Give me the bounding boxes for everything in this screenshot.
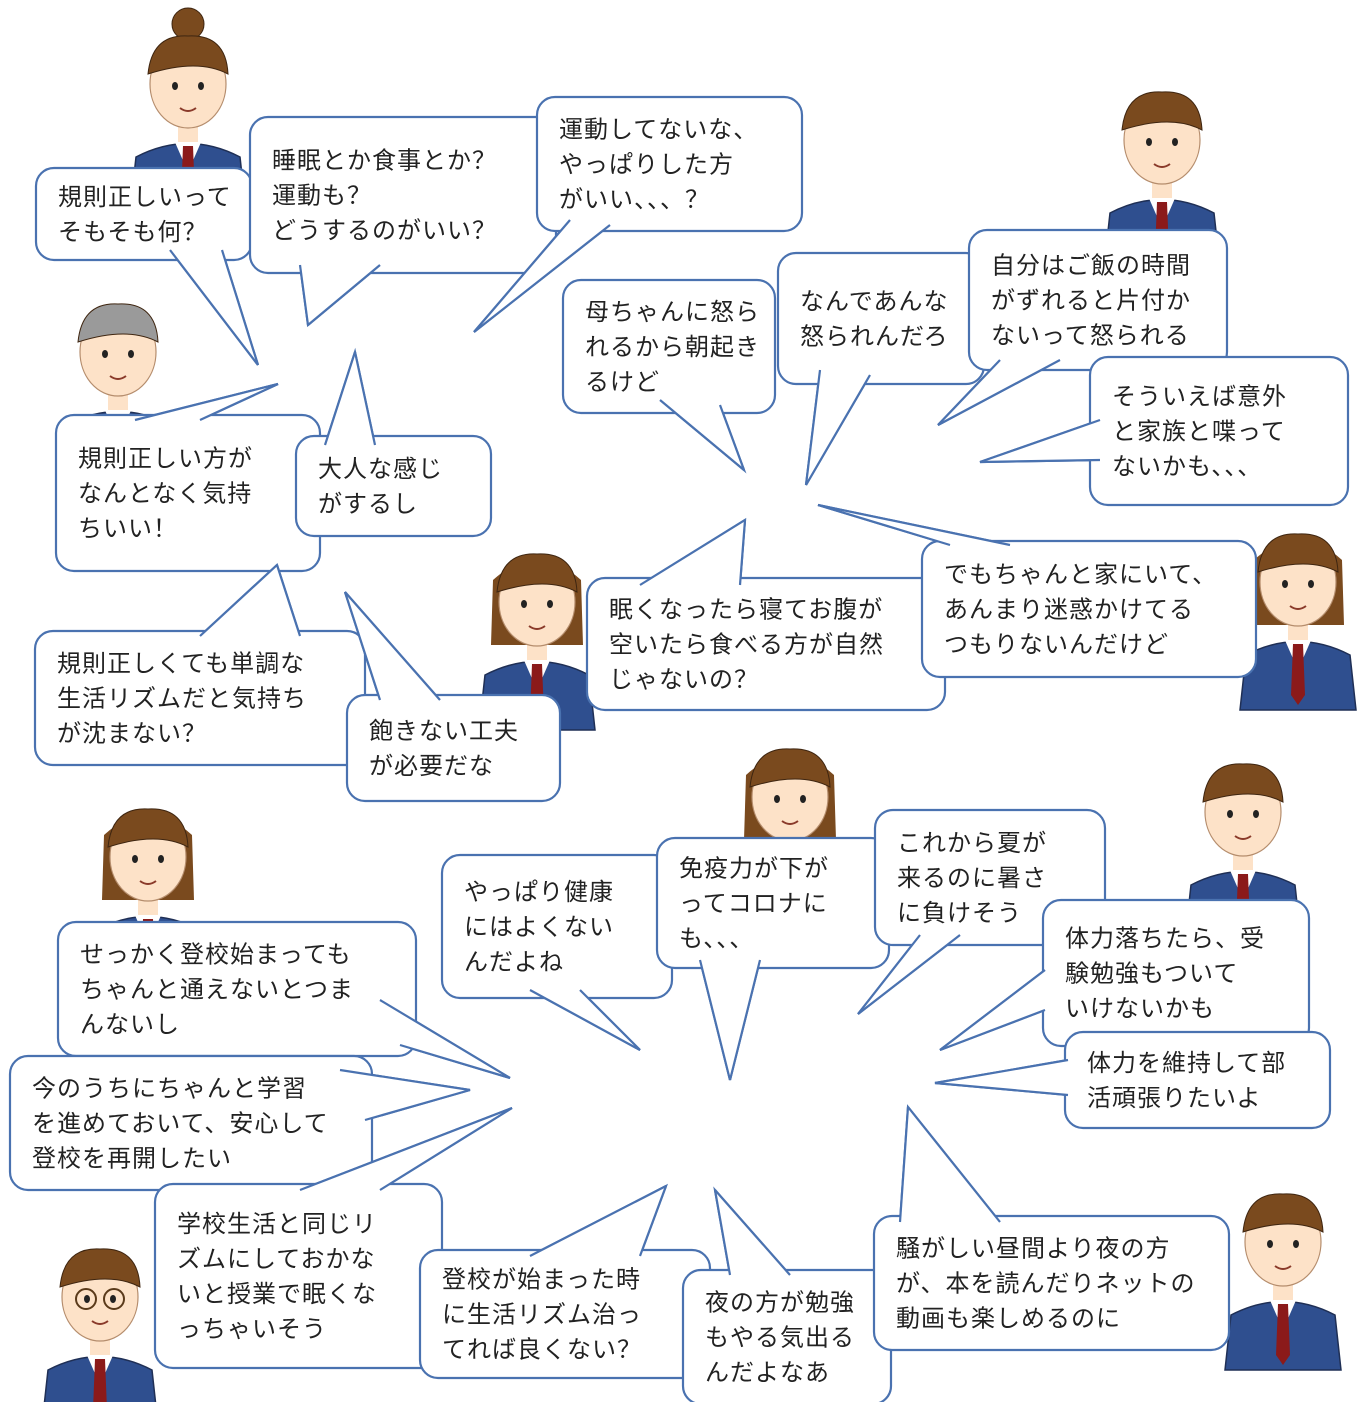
- speech-text: が、本を読んだりネットの: [896, 1270, 1196, 1298]
- speech-text: いけないかも: [1065, 995, 1215, 1023]
- speech-text: ちいい！: [78, 515, 178, 543]
- speech-text: でもちゃんと家にいて、: [944, 561, 1217, 589]
- speech-text: 生活リズムだと気持ち: [57, 685, 307, 713]
- speech-text: 飽きない工夫: [369, 717, 519, 745]
- speech-text: んないし: [80, 1011, 180, 1039]
- speech-text: と家族と喋って: [1112, 418, 1286, 446]
- speech-text: ないかも、、、: [1112, 453, 1262, 481]
- speech-text: 体力落ちたら、受: [1065, 925, 1265, 953]
- speech-bubble: 睡眠とか食事とか？ 運動も？ どうするのがいい？: [248, 115, 558, 328]
- speech-text: 睡眠とか食事とか？: [272, 147, 497, 175]
- speech-text: がいい、、、？: [559, 186, 710, 214]
- student-boy-icon: [1184, 763, 1302, 941]
- speech-text: が沈まない？: [57, 720, 207, 748]
- speech-text: がするし: [318, 490, 418, 518]
- speech-text: 規則正しい方が: [78, 445, 253, 473]
- speech-text: やっぱりした方: [559, 151, 734, 179]
- speech-text: ないって怒られる: [991, 322, 1190, 350]
- speech-text: せっかく登校始まっても: [80, 941, 352, 969]
- speech-text: 夜の方が勉強: [705, 1289, 855, 1317]
- speech-text: 験勉強もついて: [1065, 960, 1238, 988]
- speech-text: そもそも何？: [58, 218, 208, 246]
- speech-text: にはよくない: [464, 913, 614, 941]
- speech-text: 騒がしい昼間より夜の方: [896, 1235, 1171, 1263]
- bubbles-layer: 規則正しいってそもそも何？睡眠とか食事とか？運動も？どうするのがいい？運動してな…: [8, 95, 1350, 1402]
- speech-text: いと授業で眠くな: [177, 1280, 377, 1308]
- speech-text: 今のうちにちゃんと学習: [32, 1075, 307, 1103]
- speech-text: 活頑張りたいよ: [1087, 1084, 1262, 1112]
- speech-text: 怒られんだろ: [800, 323, 949, 351]
- speech-text: なんとなく気持: [78, 480, 252, 508]
- speech-text: つもりないんだけど: [944, 631, 1169, 659]
- speech-text: 来るのに暑さ: [897, 864, 1047, 892]
- speech-text: ってコロナに: [679, 890, 828, 918]
- speech-text: れるから朝起き: [585, 333, 760, 361]
- speech-text: 規則正しいって: [58, 183, 232, 211]
- speech-text: 大人な感じ: [318, 455, 443, 483]
- speech-text: 運動してないな、: [559, 116, 758, 144]
- speech-text: っちゃいそう: [177, 1315, 327, 1343]
- speech-text: るけど: [585, 368, 660, 396]
- speech-text: 母ちゃんに怒ら: [585, 298, 760, 326]
- speech-text: 登校を再開したい: [32, 1145, 232, 1173]
- speech-text: 自分はご飯の時間: [991, 252, 1191, 280]
- speech-text: やっぱり健康: [464, 878, 614, 906]
- student-boy-icon: [43, 1248, 157, 1402]
- speech-text: じゃないの？: [609, 666, 759, 694]
- speech-text: ズムにしておかな: [177, 1245, 376, 1273]
- speech-text: 眠くなったら寝てお腹が: [609, 596, 883, 624]
- student-girl-icon: [1239, 533, 1357, 711]
- speech-text: なんであんな: [800, 288, 949, 316]
- speech-text: 免疫力が下が: [679, 855, 829, 883]
- speech-text: に生活リズム治っ: [442, 1301, 642, 1329]
- speech-text: も、、、: [679, 925, 754, 953]
- speech-text: に負けそう: [897, 899, 1022, 927]
- speech-text: てれば良くない？: [442, 1336, 642, 1364]
- speech-text: 空いたら食べる方が自然: [609, 631, 884, 659]
- speech-text: 運動も？: [272, 182, 372, 210]
- speech-text: んだよなあ: [705, 1359, 830, 1387]
- speech-text: どうするのがいい？: [272, 217, 497, 245]
- speech-text: がずれると片付か: [991, 287, 1191, 315]
- speech-text: んだよね: [464, 948, 564, 976]
- speech-text: を進めておいて、安心して: [32, 1110, 329, 1138]
- speech-text: 学校生活と同じリ: [177, 1210, 377, 1238]
- speech-text: 登校が始まった時: [442, 1266, 641, 1294]
- speech-text: 動画も楽しめるのに: [896, 1305, 1121, 1333]
- speech-text: 体力を維持して部: [1087, 1049, 1286, 1077]
- speech-text: もやる気出る: [705, 1324, 855, 1352]
- speech-text: ちゃんと通えないとつま: [80, 976, 354, 1004]
- speech-text: あんまり迷惑かけてる: [944, 596, 1194, 624]
- speech-text: これから夏が: [897, 829, 1047, 857]
- speech-text: 規則正しくても単調な: [57, 650, 305, 678]
- speech-text: そういえば意外: [1112, 383, 1287, 411]
- speech-text: が必要だな: [369, 752, 494, 780]
- student-boy-icon: [1224, 1193, 1342, 1371]
